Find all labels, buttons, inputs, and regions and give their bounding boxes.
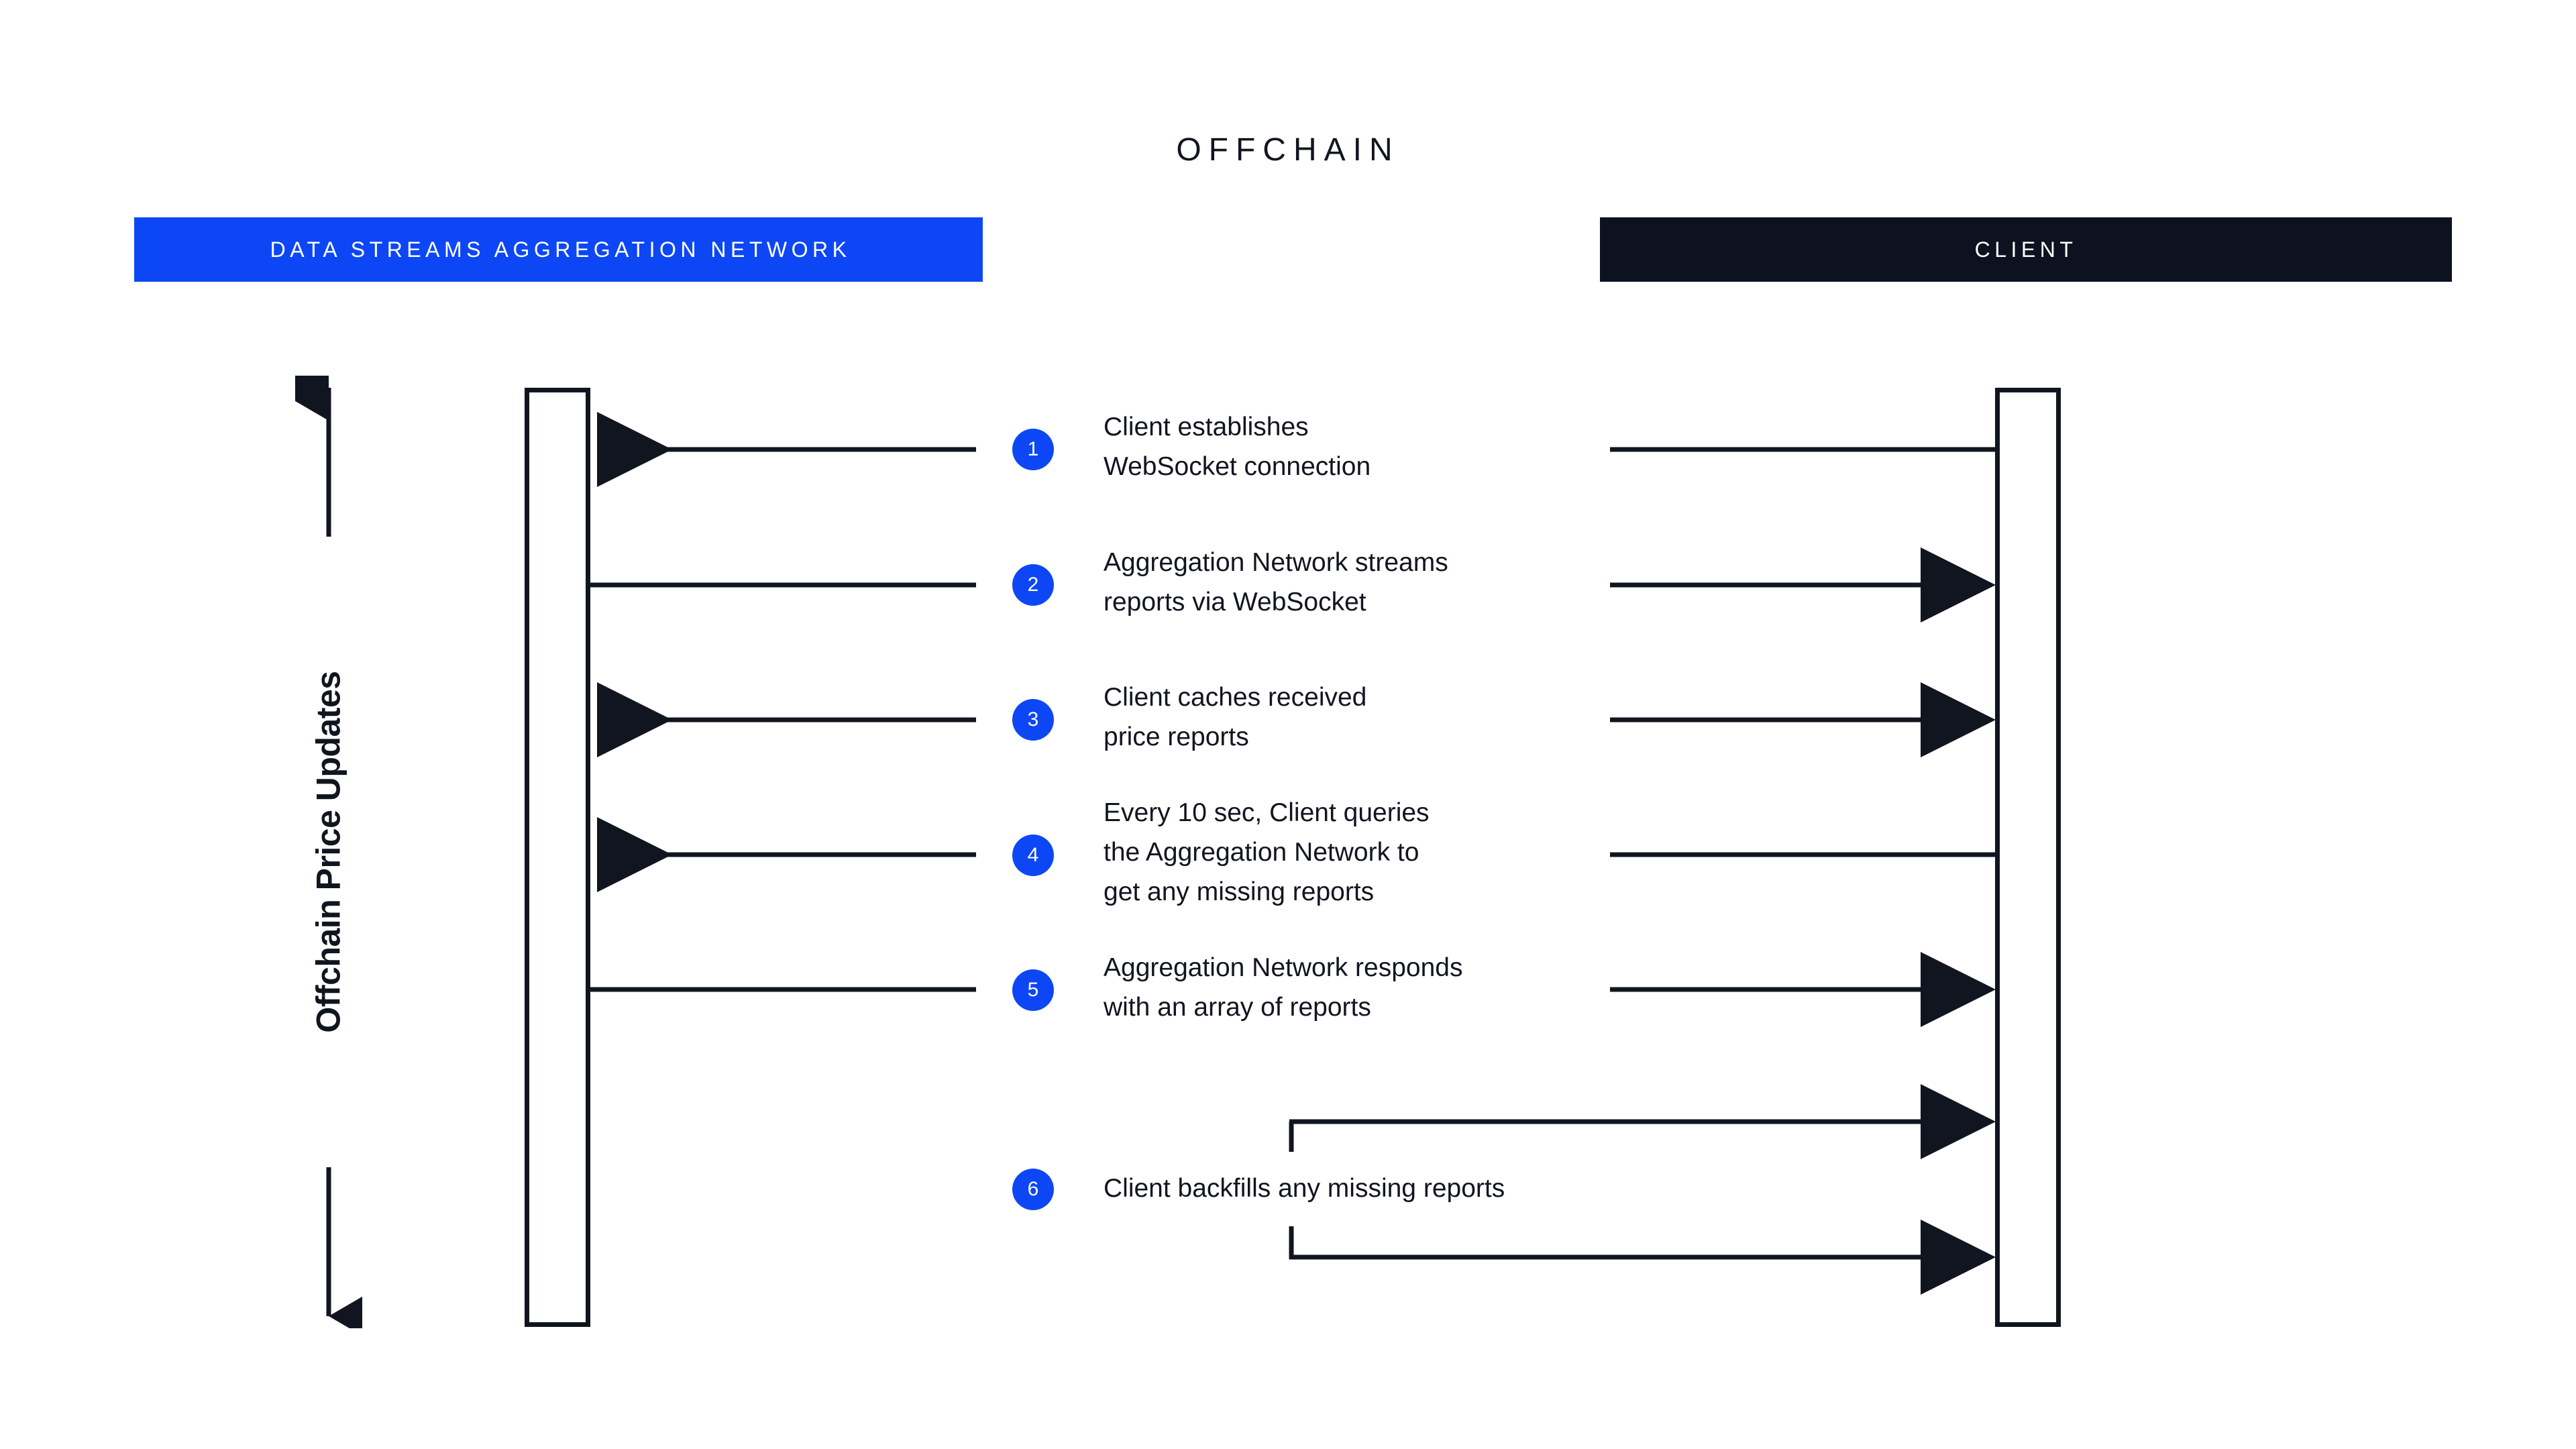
step-text-4: Every 10 sec, Client queries the Aggrega… (1104, 798, 1430, 906)
step-badge-1[interactable]: 1 (1012, 429, 1054, 470)
offchain-range-arrow: Offchain Price Updates (295, 376, 362, 1328)
step-text-5: Aggregation Network responds with an arr… (1104, 953, 1463, 1022)
step-text-3: Client caches received price reports (1104, 683, 1367, 751)
step-badge-5[interactable]: 5 (1012, 969, 1054, 1011)
step-badge-3[interactable]: 3 (1012, 699, 1054, 741)
lane-header-client: CLIENT (1600, 217, 2452, 282)
range-axis-label: Offchain Price Updates (295, 376, 362, 1328)
lane-header-aggregation: DATA STREAMS AGGREGATION NETWORK (134, 217, 983, 282)
lifeline-aggregation (525, 388, 590, 1327)
step-badge-6[interactable]: 6 (1012, 1169, 1054, 1210)
range-axis-label-text: Offchain Price Updates (310, 671, 347, 1033)
step-badge-2[interactable]: 2 (1012, 564, 1054, 606)
step-text-6: Client backfills any missing reports (1104, 1174, 1505, 1203)
step-text-1: Client establishes WebSocket connection (1104, 413, 1371, 481)
page-title: OFFCHAIN (1176, 132, 1400, 168)
step-badge-4[interactable]: 4 (1012, 835, 1054, 876)
step-text-2: Aggregation Network streams reports via … (1104, 548, 1448, 616)
lifeline-client (1995, 388, 2061, 1327)
range-arrow-svg (295, 376, 362, 1328)
lane-header-aggregation-label: DATA STREAMS AGGREGATION NETWORK (270, 237, 851, 262)
lane-header-client-label: CLIENT (1974, 237, 2078, 262)
